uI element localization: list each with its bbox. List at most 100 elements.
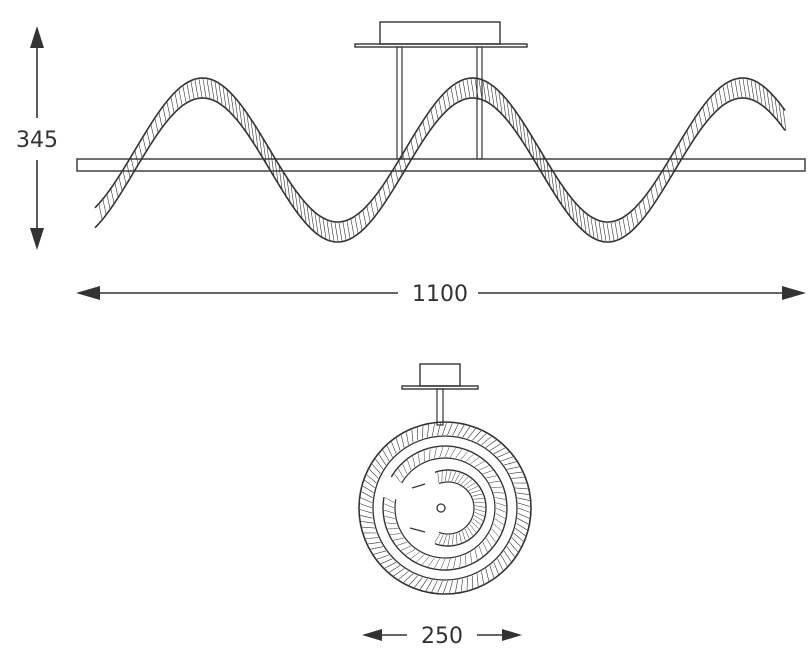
crystal-facet — [298, 195, 303, 218]
spiral-facet — [482, 470, 494, 475]
crystal-facet — [642, 199, 647, 215]
crystal-facet — [366, 206, 371, 222]
spiral-facet — [470, 552, 472, 563]
spiral-facet — [469, 524, 477, 533]
crystal-wave-ribbon — [94, 77, 787, 243]
spiral-facet — [467, 526, 474, 536]
ring-facet — [362, 526, 375, 529]
ring-facet — [400, 435, 405, 448]
ring-facet — [411, 429, 414, 443]
crystal-facet — [382, 186, 387, 200]
crystal-facet — [306, 205, 311, 227]
crystal-facet — [550, 169, 555, 193]
crystal-facet — [194, 80, 199, 98]
ring-facet — [497, 558, 504, 571]
height-label: 345 — [16, 128, 58, 153]
spiral-facet — [460, 451, 469, 460]
crystal-facet — [270, 152, 275, 176]
crystal-facet — [266, 145, 271, 170]
crystal-facet — [698, 112, 703, 127]
crystal-facet — [334, 222, 339, 242]
crystal-facet — [510, 105, 515, 129]
ring-facet — [360, 515, 373, 519]
crystal-facet — [282, 172, 287, 196]
spiral-facet — [474, 508, 485, 513]
spiral-facet — [427, 557, 435, 567]
ring-facet — [361, 491, 373, 499]
crystal-facet — [726, 83, 731, 101]
spiral-inner-outer-edge — [434, 469, 487, 547]
crystal-facet — [214, 81, 219, 102]
crystal-facet — [710, 97, 715, 113]
spiral-facet — [470, 489, 481, 494]
crystal-facet — [478, 79, 483, 99]
crystal-facet — [198, 79, 203, 98]
spiral-facet — [400, 545, 412, 551]
crystal-facet — [650, 189, 655, 203]
spiral-facet — [471, 521, 479, 529]
width-label: 1100 — [412, 282, 468, 307]
crystal-facet — [738, 79, 743, 98]
crystal-facet — [126, 164, 131, 178]
spiral-facet — [451, 471, 456, 482]
spiral-facet — [486, 537, 492, 548]
ring-facet — [516, 492, 530, 495]
crystal-facet — [174, 93, 179, 109]
crystal-facet — [178, 89, 183, 106]
crystal-facet — [154, 118, 159, 133]
spiral-facet — [453, 557, 456, 569]
crystal-facet — [750, 80, 755, 100]
crystal-facet — [466, 79, 471, 98]
outer-ring-crystals — [359, 422, 531, 594]
inner-spiral-ribbon — [382, 445, 508, 571]
wave-outer-edge — [94, 77, 786, 223]
crystal-facet — [294, 190, 299, 213]
spiral-facet — [455, 449, 463, 459]
ring-facet — [467, 428, 476, 439]
crystal-facet — [554, 175, 559, 199]
ring-facet — [393, 568, 405, 577]
ring-facet — [517, 502, 531, 507]
spiral-facet — [473, 515, 483, 521]
crystal-facet — [190, 81, 195, 99]
ring-facet — [391, 441, 397, 454]
crystal-facet — [782, 108, 787, 131]
crystal-facet — [662, 170, 667, 185]
spiral-facet — [457, 474, 465, 484]
ring-facet — [376, 554, 390, 560]
ring-facet — [437, 580, 443, 593]
spiral-facet — [439, 446, 444, 458]
spiral-facet — [384, 503, 395, 509]
ring-facet — [422, 425, 424, 439]
ring-facet — [506, 466, 520, 470]
crystal-facet — [250, 120, 255, 143]
crystal-facet — [286, 178, 291, 202]
crystal-facet — [646, 194, 651, 209]
crystal-facet — [158, 112, 163, 127]
crystal-facet — [558, 181, 563, 205]
arrow-right-small-icon — [502, 629, 522, 641]
spiral-facet — [459, 556, 462, 568]
crystal-facet — [574, 203, 579, 225]
crystal-facet — [618, 220, 623, 237]
crystal-facet — [278, 165, 283, 189]
spiral-facet — [438, 534, 444, 545]
ring-facet — [380, 558, 393, 565]
center-mount — [436, 503, 446, 513]
ring-facet — [427, 424, 430, 438]
spiral-facet — [446, 558, 451, 570]
crystal-facet — [402, 154, 407, 168]
crystal-facet — [526, 129, 531, 153]
spiral-facet — [495, 502, 507, 507]
crystal-facet — [146, 131, 151, 145]
crystal-facet — [454, 84, 459, 102]
crystal-facet — [102, 199, 107, 215]
ring-facet — [437, 423, 441, 436]
crystal-facet — [686, 131, 691, 145]
ring-facet — [511, 477, 525, 479]
spiral-outer-edge — [382, 445, 508, 571]
spiral-facet — [473, 498, 484, 500]
crystal-facet — [318, 216, 323, 237]
crystal-facet — [246, 114, 251, 137]
